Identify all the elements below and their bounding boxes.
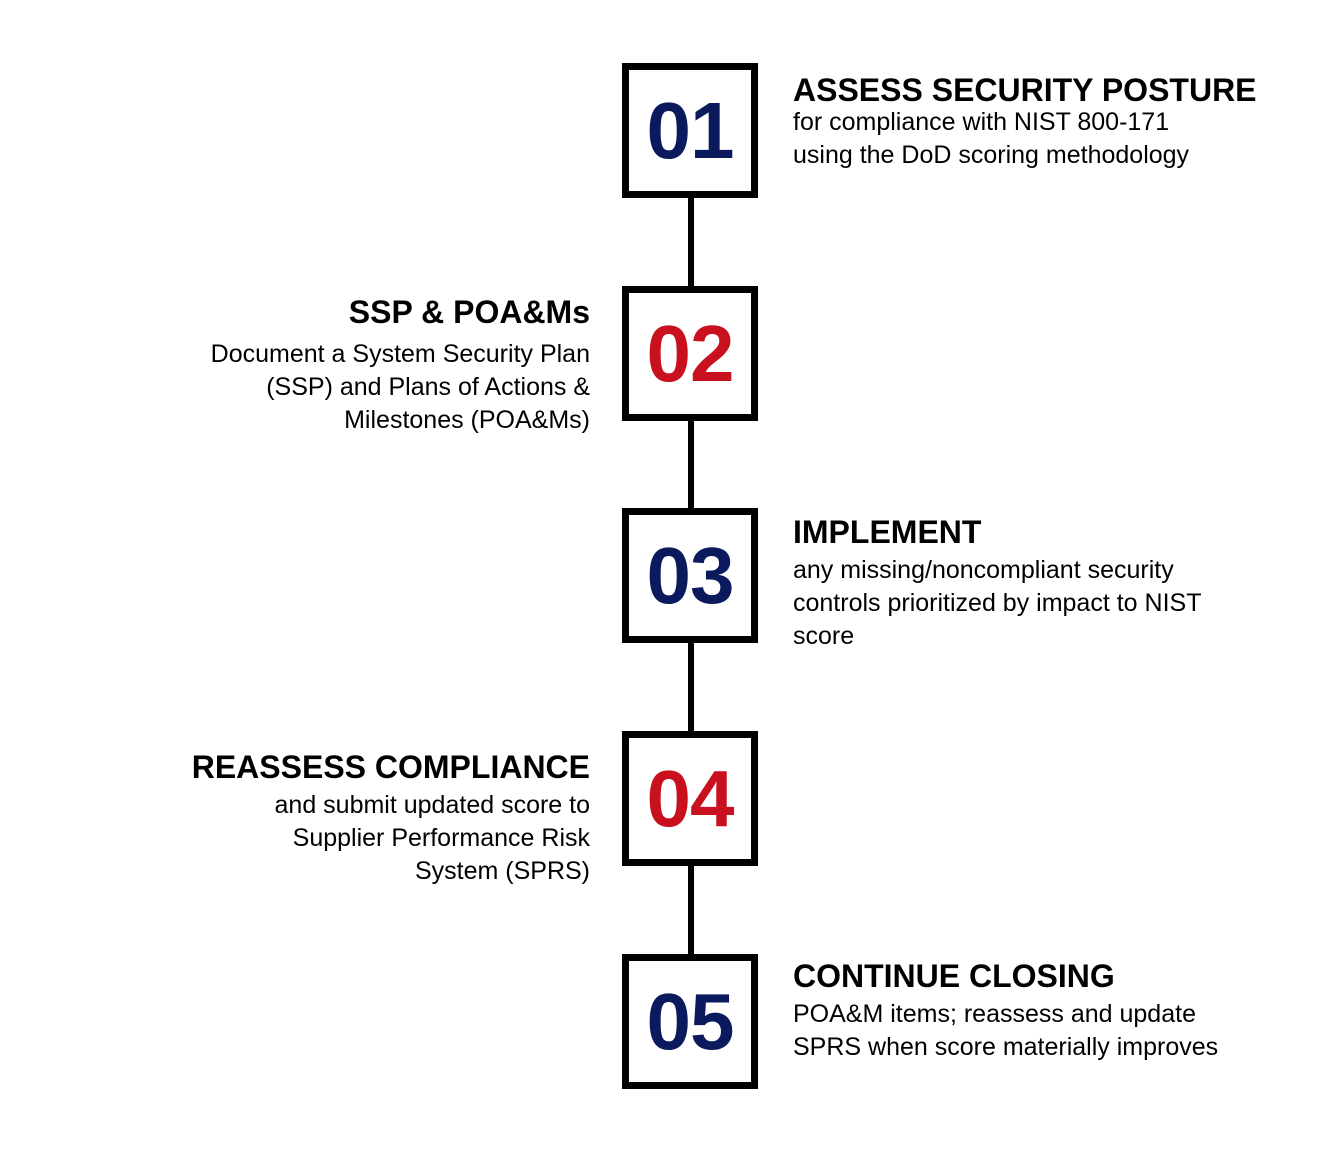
step-3-description-line: controls prioritized by impact to NIST [793,589,1202,617]
step-3-title: IMPLEMENT [793,514,982,550]
step-1-description-line: using the DoD scoring methodology [793,141,1190,169]
connector-line-4-5 [688,863,694,958]
step-3-description-line: score [793,622,855,650]
step-2-description-line: (SSP) and Plans of Actions & [266,373,590,401]
step-2-description-line: Document a System Security Plan [210,340,590,368]
step-1-description: for compliance with NIST 800-171 using t… [793,106,1293,172]
step-3-description: any missing/noncompliant security contro… [793,554,1293,653]
connector-line-3-4 [688,640,694,735]
step-3-description-line: any missing/noncompliant security [793,556,1174,584]
step-4-text: REASSESS COMPLIANCE and submit updated s… [90,749,590,888]
step-4-number: 04 [646,753,735,843]
step-4-number-box: 04 [622,731,758,866]
step-4-description-line: and submit updated score to [274,791,590,819]
step-5-text: CONTINUE CLOSING POA&M items; reassess a… [793,958,1293,1064]
step-5-number-box: 05 [622,954,758,1089]
step-4-description: and submit updated score to Supplier Per… [90,789,590,888]
step-2-title: SSP & POA&Ms [348,294,590,330]
step-4-title: REASSESS COMPLIANCE [191,749,590,785]
step-5-description-line: POA&M items; reassess and update [793,1000,1196,1028]
step-2-text: SSP & POA&Ms Document a System Security … [90,294,590,437]
step-4-description-line: System (SPRS) [414,857,590,885]
step-1-text: ASSESS SECURITY POSTURE for compliance w… [793,72,1293,172]
step-2-number-box: 02 [622,286,758,421]
connector-line-2-3 [688,418,694,513]
step-5-description-line: SPRS when score materially improves [793,1033,1219,1061]
step-2-description-line: Milestones (POA&Ms) [344,406,590,434]
step-5-number: 05 [646,976,735,1066]
step-3-number-box: 03 [622,508,758,643]
step-5-title: CONTINUE CLOSING [793,958,1115,994]
connector-line-1-2 [688,195,694,290]
step-1-description-line: for compliance with NIST 800-171 [793,108,1170,136]
step-1-number-box: 01 [622,63,758,198]
step-1-title: ASSESS SECURITY POSTURE [793,72,1257,108]
step-4-description-line: Supplier Performance Risk [292,824,590,852]
step-2-number: 02 [646,308,735,398]
step-3-text: IMPLEMENT any missing/noncompliant secur… [793,514,1293,653]
step-5-description: POA&M items; reassess and update SPRS wh… [793,998,1293,1064]
step-1-number: 01 [646,85,735,175]
step-3-number: 03 [646,530,735,620]
step-2-description: Document a System Security Plan (SSP) an… [90,338,590,437]
